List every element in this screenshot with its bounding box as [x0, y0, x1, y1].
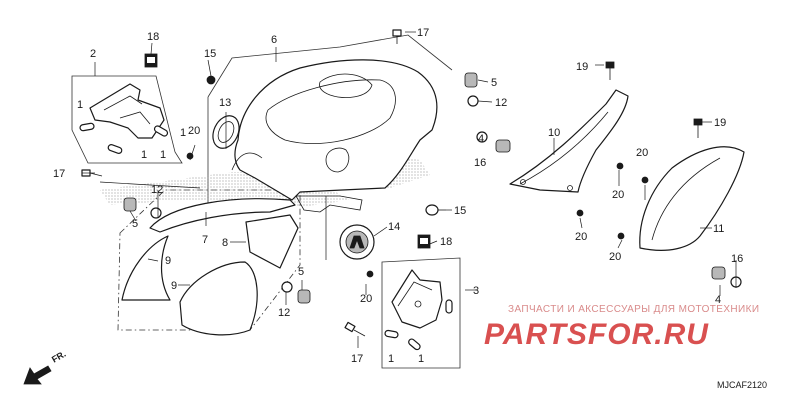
callout-9-upper: 9 — [165, 255, 171, 267]
callout-2: 2 — [90, 48, 96, 60]
group-outline-3 — [381, 257, 461, 369]
callout-1-a: 1 — [77, 99, 83, 111]
callout-4-upper: 4 — [478, 133, 484, 145]
part-20-screw-f[interactable] — [617, 232, 625, 240]
callout-17-top: 17 — [417, 27, 429, 39]
part-4-mount-lower[interactable] — [711, 266, 726, 280]
callout-5-bottom: 5 — [298, 266, 304, 278]
callout-20-c: 20 — [575, 231, 587, 243]
callout-20-b: 20 — [360, 293, 372, 305]
callout-4-lower: 4 — [715, 294, 721, 306]
leader-lines — [82, 31, 737, 348]
part-2-bracket[interactable] — [89, 83, 165, 139]
callout-6: 6 — [271, 34, 277, 46]
part-17-bolt-top[interactable] — [392, 29, 402, 44]
diagram-code: MJCAF2120 — [717, 380, 768, 390]
part-7-inner-panel[interactable] — [149, 198, 296, 233]
part-18-clip-top[interactable] — [144, 53, 158, 68]
callout-labels: 18 2 15 6 17 5 12 13 1 1 1 1 20 17 12 5 … — [53, 27, 743, 365]
part-15-screw-right[interactable] — [425, 204, 446, 216]
callout-20-d: 20 — [612, 189, 624, 201]
callout-12-left: 12 — [151, 184, 163, 196]
part-1-grommets-left[interactable] — [79, 122, 169, 154]
callout-15-top: 15 — [204, 48, 216, 60]
part-5-mount-left[interactable] — [123, 197, 137, 212]
callout-19-upper: 19 — [576, 61, 588, 73]
part-19-bolt-upper[interactable] — [605, 61, 615, 80]
part-16-collar-upper[interactable] — [476, 131, 488, 143]
callout-3: 3 — [473, 285, 479, 297]
callout-1-c: 1 — [141, 149, 147, 161]
part-5-mount-top[interactable] — [464, 72, 478, 88]
part-8-inner-panel[interactable] — [245, 214, 299, 269]
callout-18-right: 18 — [440, 236, 452, 248]
callout-12-top: 12 — [495, 97, 507, 109]
group-outline-7-9 — [117, 189, 301, 331]
part-9-side-panel-lower[interactable] — [179, 261, 258, 336]
callout-9-lower: 9 — [171, 280, 177, 292]
callout-7: 7 — [202, 234, 208, 246]
watermark-site: PARTSFOR.RU — [484, 318, 709, 351]
watermark-tagline: ЗАПЧАСТИ И АКСЕССУАРЫ ДЛЯ МОТОТЕХНИКИ — [508, 304, 760, 315]
callout-19-lower: 19 — [714, 117, 726, 129]
callout-12-bottom: 12 — [278, 307, 290, 319]
callout-20-f: 20 — [609, 251, 621, 263]
part-20-screw-e[interactable] — [641, 176, 649, 184]
callout-5-left: 5 — [132, 218, 138, 230]
callout-16-upper: 16 — [474, 157, 486, 169]
part-20-screw-c[interactable] — [576, 209, 584, 217]
callout-5-top: 5 — [491, 77, 497, 89]
part-9-side-panel-upper[interactable] — [121, 235, 171, 301]
part-19-bolt-lower[interactable] — [693, 118, 703, 138]
callout-20-e: 20 — [636, 147, 648, 159]
part-12-collar-left[interactable] — [150, 207, 162, 219]
callout-18-top: 18 — [147, 31, 159, 43]
front-arrow-icon — [23, 365, 52, 385]
part-6-tank-cover[interactable] — [231, 59, 438, 213]
part-20-screw-b[interactable] — [366, 270, 374, 278]
part-12-collar-top[interactable] — [467, 95, 479, 107]
part-11-side-cover[interactable] — [639, 146, 745, 251]
callout-16-lower: 16 — [731, 253, 743, 265]
callout-17-bottom: 17 — [351, 353, 363, 365]
callout-17-left: 17 — [53, 168, 65, 180]
callout-20-a: 20 — [188, 125, 200, 137]
callout-1-f: 1 — [418, 353, 424, 365]
callout-1-e: 1 — [388, 353, 394, 365]
part-5-mount-bottom[interactable] — [297, 289, 311, 304]
callout-15-right: 15 — [454, 205, 466, 217]
part-15-screw-top[interactable] — [206, 75, 216, 85]
part-10-side-cover[interactable] — [509, 89, 629, 193]
part-17-bolt-bottom[interactable] — [344, 321, 366, 337]
callout-14: 14 — [388, 221, 400, 233]
part-12-collar-bottom[interactable] — [281, 281, 293, 293]
callout-1-d: 1 — [160, 149, 166, 161]
callout-11: 11 — [713, 223, 724, 235]
part-4-mount-upper[interactable] — [495, 139, 511, 153]
part-14-emblem[interactable] — [339, 224, 375, 260]
group-outline-2 — [71, 75, 183, 164]
part-1-grommets-right[interactable] — [384, 299, 453, 351]
callout-13: 13 — [219, 97, 231, 109]
callout-8: 8 — [222, 237, 228, 249]
part-20-screw-d[interactable] — [616, 162, 624, 170]
part-3-bracket[interactable] — [391, 269, 443, 329]
callout-10: 10 — [548, 127, 560, 139]
callout-1-b: 1 — [180, 127, 186, 139]
